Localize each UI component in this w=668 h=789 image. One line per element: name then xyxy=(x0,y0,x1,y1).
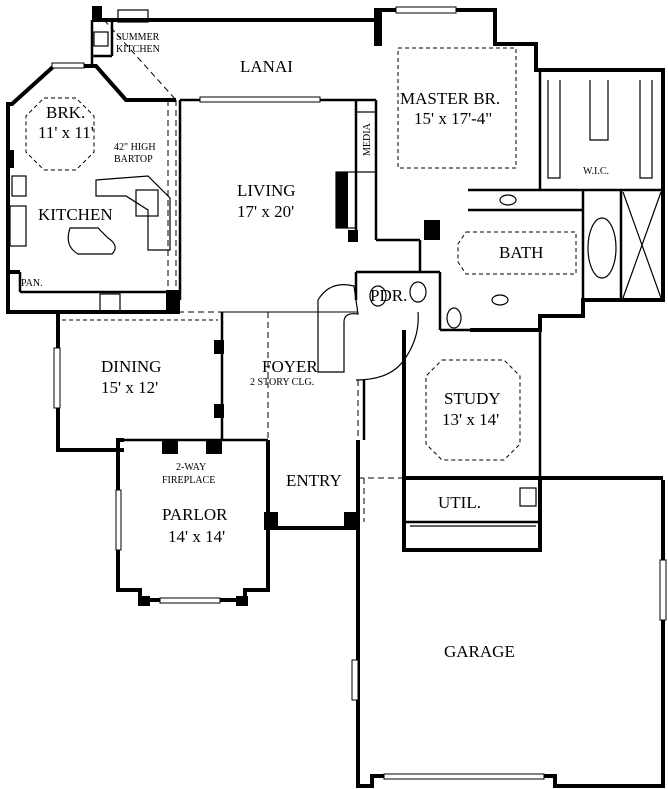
bath-toilet xyxy=(446,307,462,329)
util-label: UTIL. xyxy=(438,493,481,512)
kitchen-wall-block xyxy=(6,150,14,168)
shower-x2 xyxy=(622,191,662,299)
range xyxy=(11,175,27,197)
summer-kitchen-sink xyxy=(93,31,109,47)
living-column xyxy=(348,230,358,242)
living-dims: 17' x 20' xyxy=(237,202,294,221)
wic-shelf-center xyxy=(589,80,609,141)
summer-kitchen-label-1: SUMMER xyxy=(116,32,160,43)
stair-curve xyxy=(355,311,419,381)
summer-kitchen-grill xyxy=(117,9,149,23)
media-niche xyxy=(355,111,377,173)
bartop-label-1: 42" HIGH xyxy=(114,142,156,153)
fixtures xyxy=(9,9,662,527)
windows xyxy=(51,6,667,780)
wic-label: W.I.C. xyxy=(583,166,609,177)
parlor-dims: 14' x 14' xyxy=(168,527,225,546)
master-label: MASTER BR. xyxy=(400,89,500,108)
dining-label: DINING xyxy=(101,357,161,376)
bathtub xyxy=(587,217,617,279)
brk-label: BRK. xyxy=(46,103,85,122)
kitchen-label: KITCHEN xyxy=(38,205,113,224)
dining-column-1 xyxy=(214,340,224,354)
wic-shelf-right xyxy=(639,80,653,179)
study-tray xyxy=(425,359,521,461)
garage-label: GARAGE xyxy=(444,642,515,661)
master-tray xyxy=(397,47,517,169)
media-label: MEDIA xyxy=(362,122,373,156)
bath-label: BATH xyxy=(499,243,543,262)
lanai-column xyxy=(92,6,102,22)
fireplace-block-1 xyxy=(162,440,178,454)
vanity-sink-2 xyxy=(491,294,509,306)
fridge xyxy=(9,205,27,247)
parlor-front-window xyxy=(159,597,221,604)
study-wall xyxy=(402,330,663,480)
kitchen-island xyxy=(67,227,116,255)
entry-block-1 xyxy=(264,512,278,530)
dining-column-2 xyxy=(214,404,224,418)
wall-blocks xyxy=(6,6,440,606)
master-window xyxy=(395,6,457,14)
foyer-label: FOYER xyxy=(262,357,318,376)
ceiling-trays xyxy=(25,47,577,461)
brk-dims: 11' x 11' xyxy=(38,123,94,142)
wic-shelf-left xyxy=(547,80,561,179)
parlor-label: PARLOR xyxy=(162,505,228,524)
pdr-sink xyxy=(409,281,427,303)
master-outer-wall xyxy=(374,8,665,332)
pan-label: PAN. xyxy=(21,278,43,289)
bartop-label-2: BARTOP xyxy=(114,154,153,165)
garage-side-window xyxy=(659,559,667,621)
study-dims: 13' x 14' xyxy=(442,410,499,429)
parlor-column-2 xyxy=(236,596,248,606)
fireplace-hearth xyxy=(336,172,348,228)
garage-window xyxy=(351,659,359,701)
dining-window xyxy=(53,347,61,409)
entry-label: ENTRY xyxy=(286,471,342,490)
kitchen-sink xyxy=(135,189,159,217)
entry-block-2 xyxy=(344,512,358,530)
kitchen-column xyxy=(166,290,180,314)
fireplace-label-1: 2-WAY xyxy=(176,462,206,473)
fireplace-block-2 xyxy=(206,440,222,454)
bath-tray xyxy=(457,231,577,275)
garage-door xyxy=(383,773,545,780)
stair xyxy=(317,284,359,373)
lanai-label: LANAI xyxy=(240,57,293,76)
oven xyxy=(99,293,121,313)
bath-column xyxy=(424,220,440,240)
util-wall xyxy=(402,478,542,552)
walls xyxy=(6,8,665,788)
living-window xyxy=(199,96,321,103)
brk-bay-wall xyxy=(6,64,176,274)
study-label: STUDY xyxy=(444,389,501,408)
lanai-opening-line xyxy=(103,19,177,101)
parlor-window xyxy=(115,489,122,551)
living-label: LIVING xyxy=(237,181,296,200)
dining-dims: 15' x 12' xyxy=(101,378,158,397)
foyer-note: 2 STORY CLG. xyxy=(250,377,314,388)
pdr-toilet xyxy=(369,285,387,307)
bartop xyxy=(95,175,171,251)
vanity-sink-1 xyxy=(499,194,517,206)
pdr-label: PDR. xyxy=(370,286,407,305)
fireplace-label-2: FIREPLACE xyxy=(162,475,215,486)
brk-window xyxy=(51,62,85,69)
labels: SUMMER KITCHEN LANAI MASTER BR. 15' x 17… xyxy=(21,32,609,661)
parlor-column-1 xyxy=(138,596,150,606)
master-dims: 15' x 17'-4" xyxy=(414,109,492,128)
summer-kitchen-label-2: KITCHEN xyxy=(116,44,160,55)
util-washer xyxy=(519,487,537,507)
